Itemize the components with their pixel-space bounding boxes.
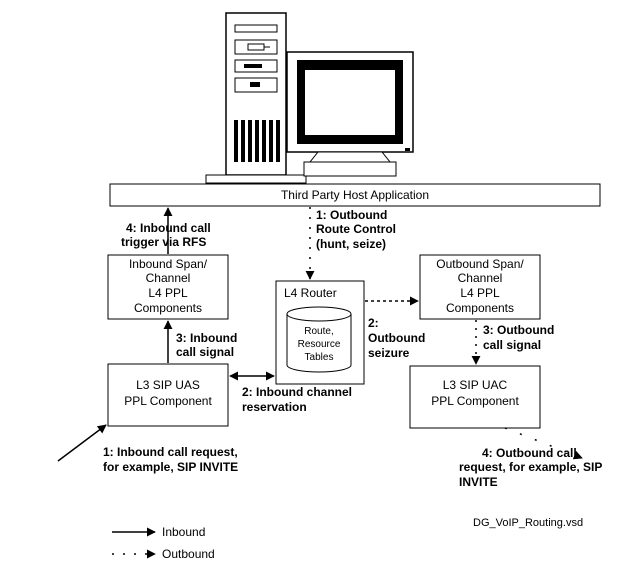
crt-monitor-icon [286, 51, 414, 177]
route-control-label-2: Route Control [316, 222, 396, 236]
tables-line-3: Tables [305, 352, 334, 363]
l3-sip-uac-box [409, 365, 541, 429]
inbound-signal-label-2: call signal [176, 345, 234, 359]
tables-line-1: Route, [304, 326, 333, 337]
outbound-seizure-label-3: seizure [368, 346, 410, 360]
server-tower-icon [205, 12, 307, 184]
outbound-request-label-2: request, for example, SIP [459, 460, 602, 474]
outbound-request-label-1: 4: Outbound call [482, 446, 577, 460]
outbound-span-line-1: Outbound Span/ [436, 257, 524, 271]
inbound-span-line-2: Channel [146, 271, 191, 285]
inbound-span-line-4: Components [134, 301, 202, 315]
inbound-span-line-1: Inbound Span/ [129, 257, 208, 271]
uac-line-1: L3 SIP UAC [443, 378, 508, 392]
outbound-signal-label-2: call signal [483, 338, 541, 352]
uas-line-1: L3 SIP UAS [136, 378, 200, 392]
outbound-seizure-label-2: Outbound [368, 331, 425, 345]
outbound-seizure-label-1: 2: [368, 316, 379, 330]
inbound-trigger-label-2: trigger via RFS [121, 235, 206, 249]
uac-line-2: PPL Component [431, 394, 519, 408]
inbound-request-label-1: 1: Inbound call request, [103, 445, 238, 459]
outbound-request-label-3: INVITE [459, 475, 498, 489]
outbound-signal-label-1: 3: Outbound [483, 323, 554, 337]
l3-sip-uas-box [107, 363, 229, 427]
host-application-label: Third Party Host Application [281, 188, 429, 202]
inbound-request-label-2: for example, SIP INVITE [103, 460, 238, 474]
inbound-reservation-label-2: reservation [242, 400, 307, 414]
inbound-reservation-label-1: 2: Inbound channel [242, 385, 352, 399]
outbound-span-line-4: Components [446, 301, 514, 315]
inbound-span-box [107, 254, 229, 320]
legend: Inbound Outbound [112, 525, 215, 561]
l4-router-title: L4 Router [284, 286, 337, 300]
outbound-span-box [419, 254, 541, 320]
route-control-label-3: (hunt, seize) [316, 237, 386, 251]
inbound-trigger-label-1: 4: Inbound call [126, 221, 211, 235]
route-tables-cylinder [286, 306, 352, 373]
inbound-signal-label-1: 3: Inbound [176, 331, 237, 345]
file-name-label: DG_VoIP_Routing.vsd [473, 517, 583, 529]
legend-inbound-label: Inbound [162, 525, 205, 539]
uas-line-2: PPL Component [124, 394, 212, 408]
outbound-span-line-2: Channel [458, 271, 503, 285]
inbound-request-arrow [57, 424, 107, 462]
inbound-span-line-3: L4 PPL [148, 286, 188, 300]
legend-outbound-label: Outbound [162, 547, 215, 561]
outbound-span-line-3: L4 PPL [460, 286, 500, 300]
host-application-bar [109, 183, 601, 207]
route-control-label-1: 1: Outbound [316, 208, 387, 222]
tables-line-2: Resource [298, 339, 341, 350]
